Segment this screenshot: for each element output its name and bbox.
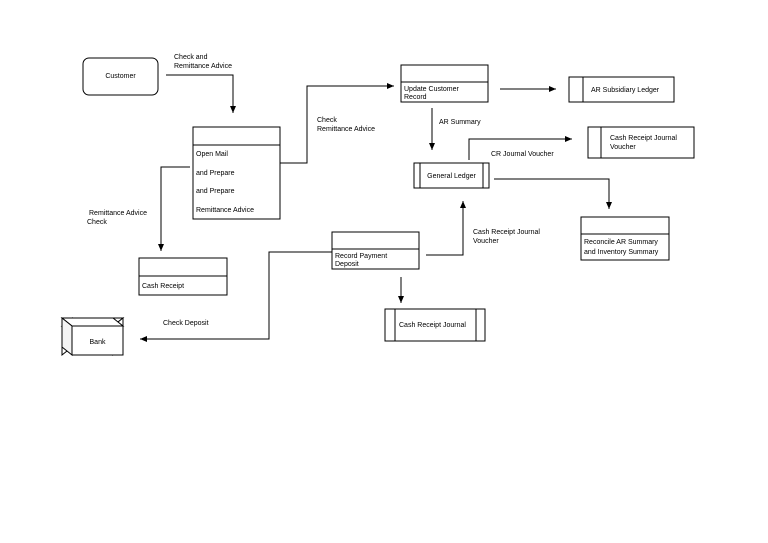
node-update-customer: Update Customer Record — [400, 64, 489, 103]
edge-open-mail-to-update-customer — [280, 83, 394, 164]
node-open-mail-line1: Open Mail — [196, 151, 228, 158]
node-open-mail: Open Mail and Prepare and Prepare Remitt… — [192, 126, 281, 220]
node-cash-receipt-journal: Cash Receipt Journal — [384, 308, 486, 342]
node-record-payment: Record Payment Deposit — [331, 231, 420, 270]
node-reconcile: Reconcile AR Summary and Inventory Summa… — [580, 216, 670, 261]
edge-record-payment-to-general-ledger — [426, 201, 466, 256]
node-open-mail-line2: and Prepare — [196, 170, 235, 177]
edge-label-ar-summary: AR Summary — [439, 119, 481, 126]
node-update-customer-line2: Record — [404, 94, 427, 101]
node-cash-receipt: Cash Receipt — [138, 257, 228, 296]
node-ar-subsidiary-label: AR Subsidiary Ledger — [591, 87, 660, 94]
node-customer-label: Customer — [105, 73, 136, 80]
node-cash-receipt-jv-line2: Voucher — [610, 144, 636, 151]
edge-labels: Check and Remittance Advice Check Remitt… — [87, 54, 554, 327]
edge-label-cash-receipt-jv-line1: Cash Receipt Journal — [473, 229, 540, 236]
node-record-payment-line1: Record Payment — [335, 253, 387, 260]
edge-label-check-remit-1-line2: Remittance Advice — [174, 63, 232, 70]
edge-record-payment-to-bank — [140, 251, 332, 342]
node-open-mail-line3: and Prepare — [196, 188, 235, 195]
edges — [140, 74, 612, 342]
node-general-ledger: General Ledger — [413, 162, 490, 189]
node-bank-label: Bank — [90, 339, 106, 346]
node-cash-receipt-label: Cash Receipt — [142, 283, 184, 290]
edge-general-ledger-to-reconcile — [494, 178, 612, 209]
edge-label-check-remit-2-line1: Check — [317, 117, 337, 124]
edge-label-remit-check-line1: Remittance Advice — [89, 210, 147, 217]
node-reconcile-line2: and Inventory Summary — [584, 249, 659, 256]
edge-label-check-remit-2-line2: Remittance Advice — [317, 126, 375, 133]
edge-open-mail-to-cash-receipt — [158, 166, 190, 251]
node-bank: Bank — [60, 316, 125, 357]
node-record-payment-line2: Deposit — [335, 261, 359, 268]
edge-customer-to-open-mail — [166, 74, 236, 113]
node-reconcile-line1: Reconcile AR Summary — [584, 239, 658, 246]
edge-general-ledger-to-cash-receipt-jv — [468, 136, 572, 160]
node-customer: Customer — [82, 57, 159, 96]
node-update-customer-line1: Update Customer — [404, 86, 460, 93]
node-cash-receipt-journal-label: Cash Receipt Journal — [399, 322, 466, 329]
node-open-mail-line4: Remittance Advice — [196, 207, 254, 214]
edge-label-check-deposit: Check Deposit — [163, 320, 209, 327]
edge-label-cash-receipt-jv-line2: Voucher — [473, 238, 499, 245]
edge-label-remit-check-line2: Check — [87, 219, 107, 226]
edge-label-cr-journal-voucher: CR Journal Voucher — [491, 151, 554, 158]
node-ar-subsidiary-ledger: AR Subsidiary Ledger — [568, 76, 675, 103]
node-cash-receipt-jv-line1: Cash Receipt Journal — [610, 135, 677, 142]
node-general-ledger-label: General Ledger — [427, 173, 476, 180]
node-cash-receipt-jv: Cash Receipt Journal Voucher — [587, 126, 695, 159]
edge-label-check-remit-1-line1: Check and — [174, 54, 208, 61]
